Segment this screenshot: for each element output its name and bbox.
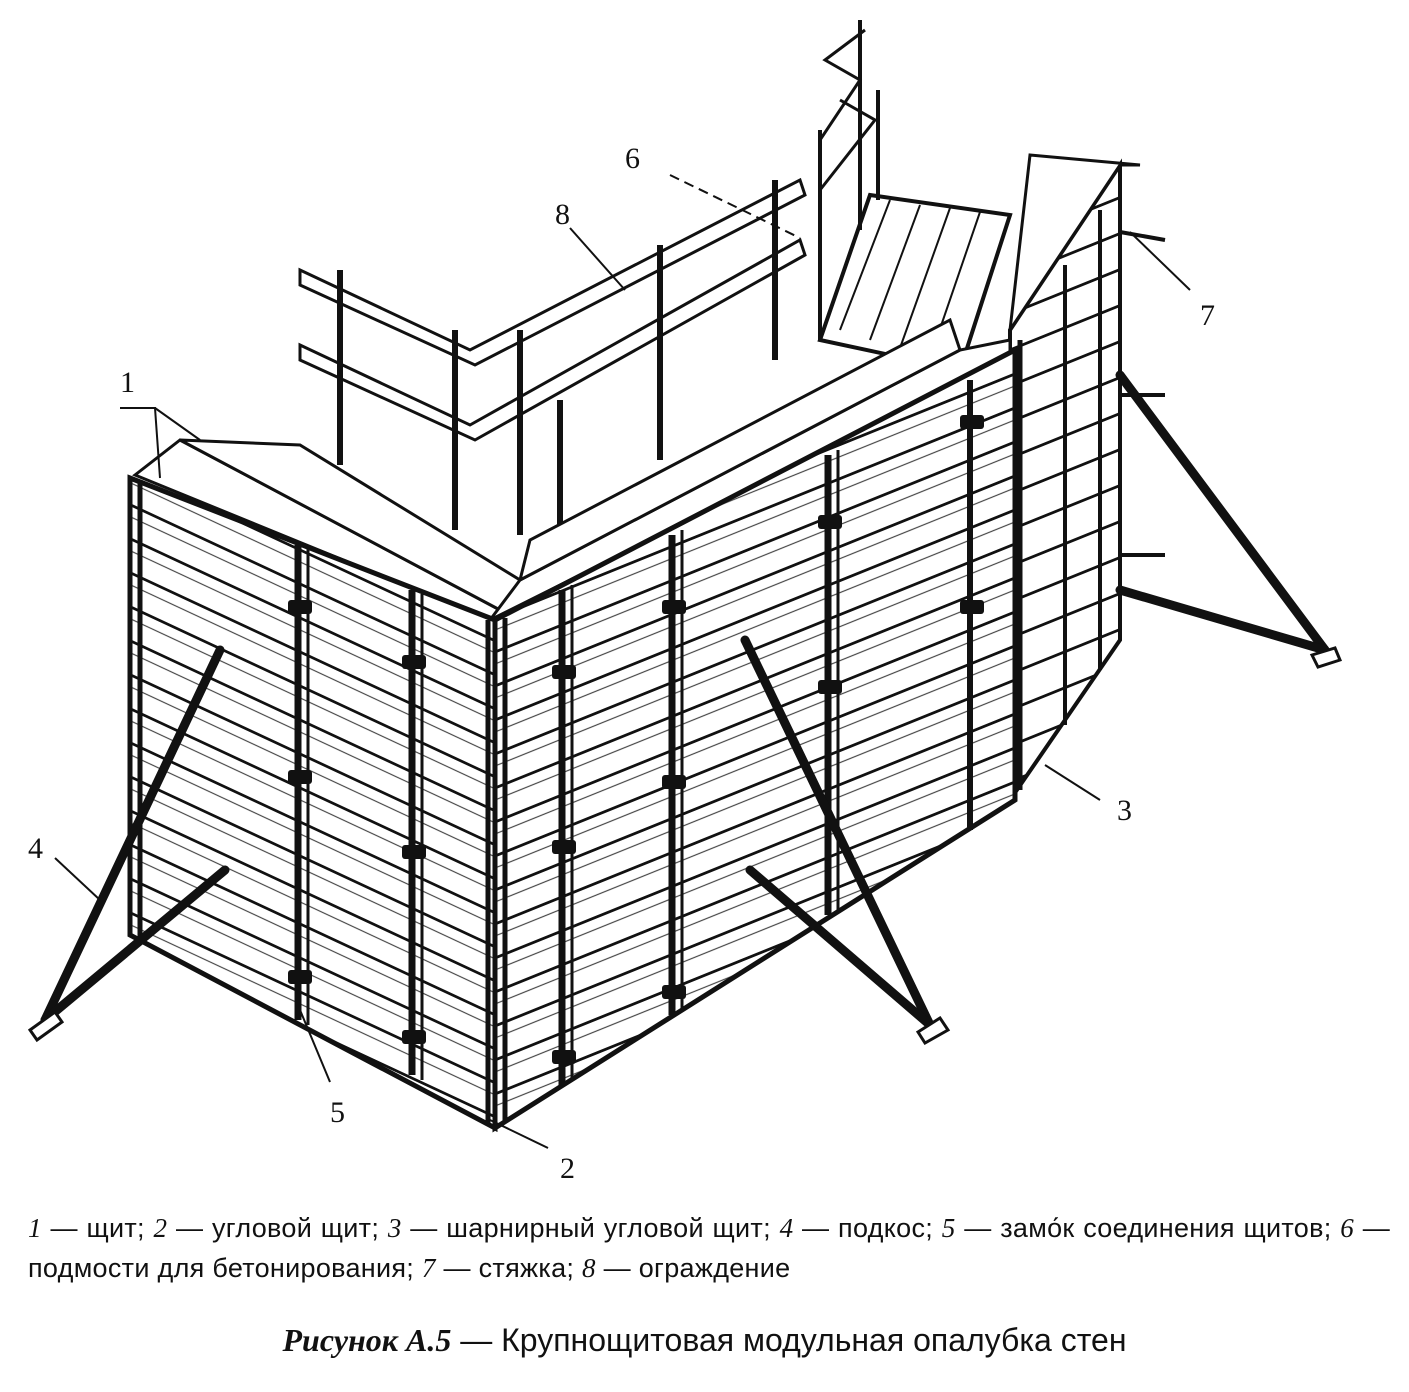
callout-1: 1 [120,366,135,399]
caption-label: Рисунок А.5 [282,1322,452,1358]
wall-top [132,317,1012,622]
callout-7: 7 [1200,299,1215,332]
legend-item-7: 7 — стяжка; [421,1253,583,1283]
concreting-scaffold [817,20,1013,373]
callout-6: 6 [625,142,640,175]
braces [40,370,1330,1030]
figure-caption: Рисунок А.5 — Крупнощитовая модульная оп… [0,1322,1409,1359]
left-wall-panels [127,474,498,1133]
legend: 1 — щит; 2 — угловой щит; 3 — шарнирный … [28,1208,1390,1288]
legend-item-2: 2 — угловой щит; [153,1213,388,1243]
legend-item-8: 8 — ограждение [582,1253,791,1283]
formwork-illustration: 1 2 3 4 5 6 7 8 [27,20,1343,1185]
tie-rods [1119,230,1166,557]
caption-text: — Крупнощитовая модульная опалубка стен [451,1322,1127,1358]
far-wall [1008,153,1141,807]
callout-4: 4 [28,832,43,865]
callout-3: 3 [1117,794,1132,827]
brace-footings [27,646,1343,1046]
legend-item-3: 3 — шарнирный угловой щит; [387,1213,780,1243]
callout-leaders [54,174,1191,1149]
legend-item-4: 4 — подкос; [779,1213,942,1243]
panel-clamps [288,415,984,1064]
callout-5: 5 [330,1096,345,1129]
callout-2: 2 [560,1152,575,1185]
callout-labels: 1 2 3 4 5 6 7 8 [28,142,1215,1185]
legend-item-5: 5 — замо́к соединения щитов; [941,1213,1341,1243]
callout-8: 8 [555,198,570,231]
legend-item-1: 1 — щит; [28,1213,154,1243]
legend-item-6: 6 — подмости для бетонирования; [28,1213,1390,1283]
